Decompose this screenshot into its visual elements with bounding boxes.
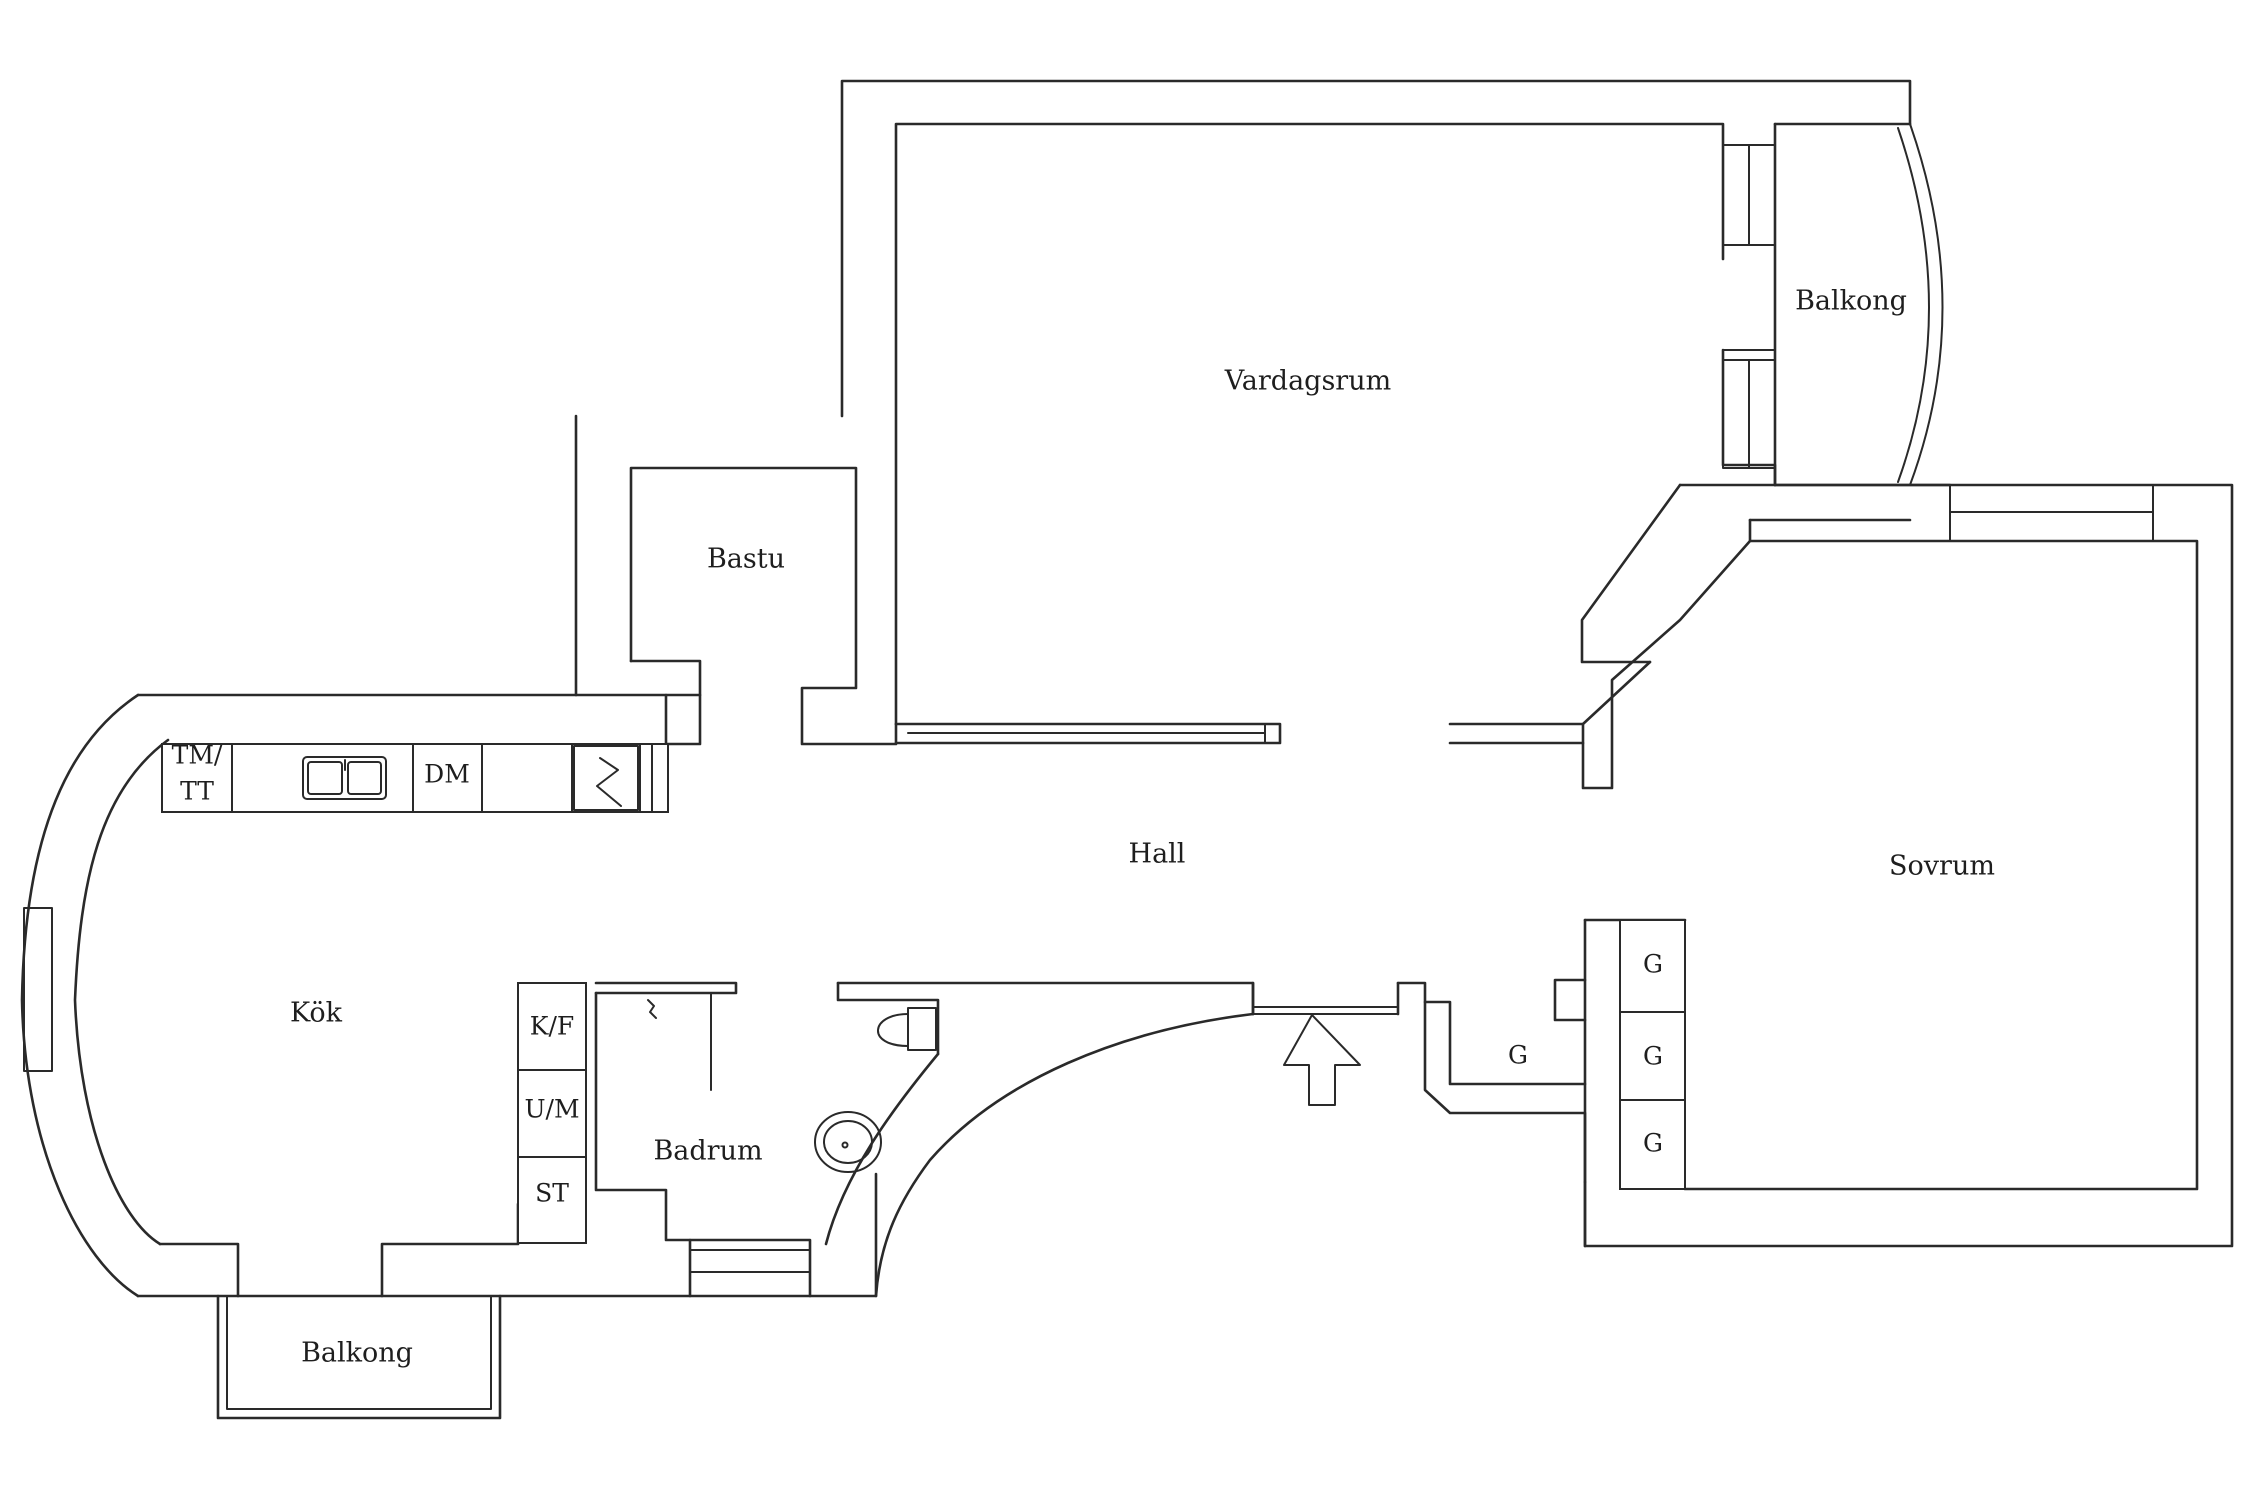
kitchen-balcony	[216, 1294, 502, 1420]
kitchen-side-cabinets	[517, 982, 587, 1244]
sauna-walls	[629, 466, 898, 746]
label-balkong-kitchen: Balkong	[301, 1338, 413, 1369]
label-st: ST	[535, 1179, 569, 1208]
washbasin-icon	[814, 1111, 882, 1173]
label-bastu: Bastu	[707, 544, 785, 575]
label-badrum: Badrum	[653, 1136, 762, 1167]
wardrobes	[1553, 919, 1686, 1190]
up-arrow-icon	[1283, 1014, 1361, 1106]
double-sink-icon	[302, 756, 387, 800]
label-hall: Hall	[1129, 839, 1186, 870]
living-room-walls	[136, 79, 1912, 726]
stove-icon	[573, 745, 639, 811]
shower-icon	[647, 999, 657, 1019]
label-kf: K/F	[530, 1012, 574, 1041]
label-g-wardrobe-3: G	[1643, 1129, 1663, 1158]
hall-top-wall	[894, 483, 1752, 790]
label-g-wardrobe-2: G	[1643, 1042, 1663, 1071]
label-g-hall: G	[1508, 1041, 1528, 1070]
label-dm: DM	[424, 760, 470, 789]
label-balkong-living: Balkong	[1795, 286, 1907, 317]
label-tm: TM/	[172, 741, 223, 770]
kitchen-counter	[161, 743, 669, 813]
toilet-icon	[877, 1007, 937, 1051]
label-g-wardrobe-1: G	[1643, 950, 1663, 979]
label-kok: Kök	[290, 998, 343, 1029]
label-um: U/M	[524, 1095, 579, 1124]
label-tt: TT	[180, 777, 214, 806]
label-vardagsrum: Vardagsrum	[1224, 366, 1391, 397]
window-kitchen	[23, 907, 53, 1072]
label-sovrum: Sovrum	[1889, 851, 1995, 882]
bathroom-walls	[594, 981, 1255, 1298]
